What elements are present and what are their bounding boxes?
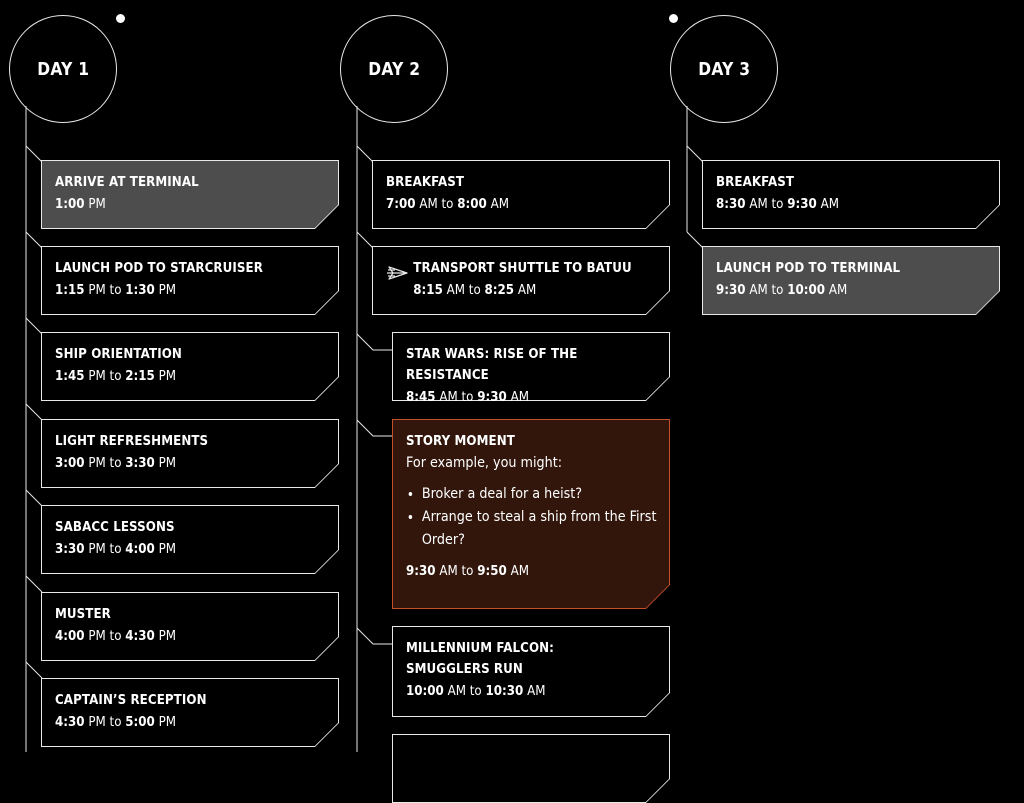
- event-time: 1:00 PM: [55, 196, 106, 212]
- event-title: MILLENNIUM FALCON: SMUGGLERS RUN: [406, 640, 555, 677]
- event-card-story-moment[interactable]: STORY MOMENT For example, you might: Bro…: [392, 419, 670, 609]
- story-intro: For example, you might:: [406, 455, 562, 471]
- event-card-muster[interactable]: MUSTER 4:00 PM to 4:30 PM: [41, 592, 339, 661]
- event-time: 3:30 PM to 4:00 PM: [55, 541, 177, 557]
- card-frame: [392, 734, 670, 803]
- event-card-transport-shuttle-to-batuu[interactable]: TRANSPORT SHUTTLE TO BATUU 8:15 AM to 8:…: [372, 246, 670, 315]
- event-time: 8:30 AM to 9:30 AM: [716, 196, 839, 212]
- event-time: 4:00 PM to 4:30 PM: [55, 628, 177, 644]
- event-card-breakfast-day-2[interactable]: BREAKFAST 7:00 AM to 8:00 AM: [372, 160, 670, 229]
- event-title: TRANSPORT SHUTTLE TO BATUU: [413, 260, 632, 276]
- event-title: SABACC LESSONS: [55, 519, 175, 535]
- event-time: 8:15 AM to 8:25 AM: [413, 282, 537, 298]
- day-3-dot: [669, 14, 678, 23]
- event-card-ship-orientation[interactable]: SHIP ORIENTATION 1:45 PM to 2:15 PM: [41, 332, 339, 401]
- event-title: MUSTER: [55, 606, 111, 622]
- event-title: LAUNCH POD TO STARCRUISER: [55, 260, 263, 276]
- event-card-launch-pod-to-terminal[interactable]: LAUNCH POD TO TERMINAL 9:30 AM to 10:00 …: [702, 246, 1000, 315]
- event-card-light-refreshments[interactable]: LIGHT REFRESHMENTS 3:00 PM to 3:30 PM: [41, 419, 339, 488]
- event-title: STAR WARS: RISE OF THE RESISTANCE: [406, 346, 578, 383]
- event-card-sabacc-lessons[interactable]: SABACC LESSONS 3:30 PM to 4:00 PM: [41, 505, 339, 574]
- event-card-millennium-falcon[interactable]: MILLENNIUM FALCON: SMUGGLERS RUN 10:00 A…: [392, 626, 670, 717]
- event-time: 1:15 PM to 1:30 PM: [55, 282, 177, 298]
- event-title: LAUNCH POD TO TERMINAL: [716, 260, 901, 276]
- day-3-header: DAY 3: [670, 15, 778, 123]
- event-time: 4:30 PM to 5:00 PM: [55, 714, 177, 730]
- card-outline: [393, 735, 670, 803]
- story-options-list: Broker a deal for a heist? Arrange to st…: [406, 483, 657, 552]
- event-time: 8:45 AM to 9:30 AM: [406, 389, 529, 401]
- day-3-label: DAY 3: [697, 58, 751, 80]
- shuttle-arrow-icon: [387, 265, 409, 281]
- event-card-breakfast-day-3[interactable]: BREAKFAST 8:30 AM to 9:30 AM: [702, 160, 1000, 229]
- list-item: Arrange to steal a ship from the First O…: [422, 506, 657, 552]
- event-card-captains-reception[interactable]: CAPTAIN’S RECEPTION 4:30 PM to 5:00 PM: [41, 678, 339, 747]
- event-title: LIGHT REFRESHMENTS: [55, 433, 209, 449]
- event-title: BREAKFAST: [716, 174, 795, 190]
- event-title: STORY MOMENT: [406, 433, 515, 449]
- event-title: ARRIVE AT TERMINAL: [55, 174, 199, 190]
- event-time: 3:00 PM to 3:30 PM: [55, 455, 177, 471]
- event-time: 7:00 AM to 8:00 AM: [386, 196, 509, 212]
- event-card-partial-next[interactable]: [392, 734, 670, 803]
- day-1-dot: [116, 14, 125, 23]
- event-title: CAPTAIN’S RECEPTION: [55, 692, 207, 708]
- day-2-header: DAY 2: [340, 15, 448, 123]
- event-title: BREAKFAST: [386, 174, 465, 190]
- event-time: 9:30 AM to 9:50 AM: [406, 563, 529, 579]
- event-card-launch-pod-to-starcruiser[interactable]: LAUNCH POD TO STARCRUISER 1:15 PM to 1:3…: [41, 246, 339, 315]
- list-item: Broker a deal for a heist?: [422, 483, 657, 506]
- day-1-header: DAY 1: [9, 15, 117, 123]
- event-time: 1:45 PM to 2:15 PM: [55, 368, 177, 384]
- day-1-label: DAY 1: [36, 58, 90, 80]
- event-card-rise-of-the-resistance[interactable]: STAR WARS: RISE OF THE RESISTANCE 8:45 A…: [392, 332, 670, 401]
- event-title: SHIP ORIENTATION: [55, 346, 182, 362]
- event-time: 9:30 AM to 10:00 AM: [716, 282, 848, 298]
- day-2-label: DAY 2: [367, 58, 421, 80]
- event-time: 10:00 AM to 10:30 AM: [406, 683, 546, 699]
- event-card-arrive-at-terminal[interactable]: ARRIVE AT TERMINAL 1:00 PM: [41, 160, 339, 229]
